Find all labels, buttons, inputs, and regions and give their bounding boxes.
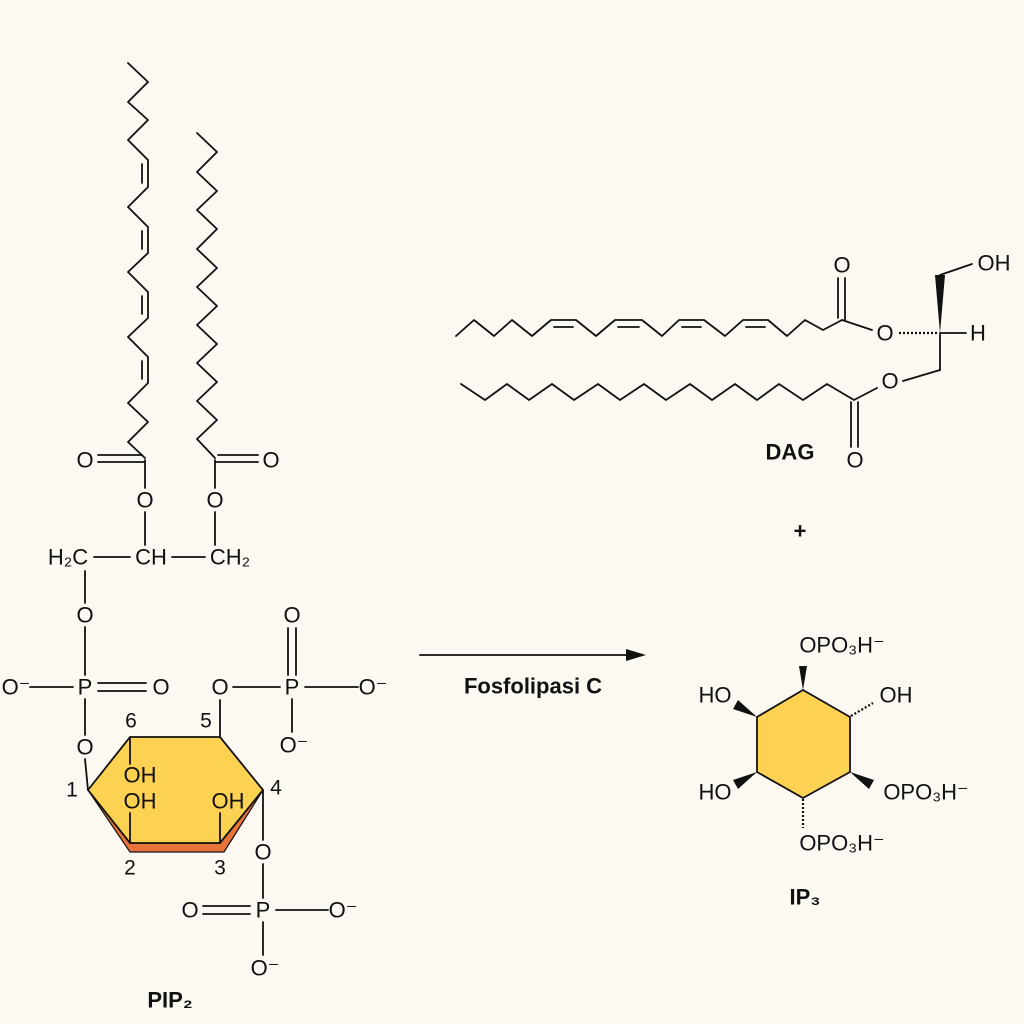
reaction-arrow — [419, 649, 646, 661]
atom-h: H — [970, 321, 986, 346]
atom-ch2: CH₂ — [210, 545, 250, 570]
atom-opo3h: OPO₃H⁻ — [799, 831, 884, 856]
ring-oh-bonds — [129, 736, 221, 844]
dag-unsaturated-chain — [455, 319, 843, 337]
atom-ho: HO — [699, 683, 732, 708]
pip2-bonds — [29, 454, 359, 956]
ring-number-2: 2 — [124, 857, 136, 880]
dag-bonds — [837, 263, 973, 448]
atom-o: O — [211, 675, 228, 700]
solid-wedge-bond — [850, 772, 874, 789]
atom-o: O — [833, 253, 850, 278]
atom-o: O — [181, 898, 198, 923]
atom-oh: OH — [124, 763, 157, 788]
atom-o: O — [262, 448, 279, 473]
atom-oh: OH — [978, 251, 1011, 276]
dag-saturated-chain — [460, 383, 878, 401]
atom-h2c: H₂C — [48, 545, 88, 570]
atom-o-minus: O⁻ — [280, 733, 309, 758]
atom-p: P — [285, 675, 300, 700]
atom-o: O — [876, 321, 893, 346]
atom-o-minus: O⁻ — [251, 956, 280, 981]
atom-o: O — [881, 369, 898, 394]
arrow-head-icon — [626, 649, 646, 661]
solid-wedge-bond — [935, 275, 945, 333]
atom-o: O — [152, 675, 169, 700]
pip2-saturated-chain — [196, 132, 218, 459]
ring-number-3: 3 — [214, 857, 226, 880]
atom-o: O — [136, 488, 153, 513]
atom-oh: OH — [212, 789, 245, 814]
atom-ch: CH — [135, 545, 167, 570]
dag-label: DAG — [766, 440, 815, 465]
atom-oh: OH — [880, 683, 913, 708]
ring-number-1: 1 — [66, 779, 78, 802]
hashed-wedge-bond — [850, 702, 874, 717]
atom-o-minus: O⁻ — [329, 898, 358, 923]
atom-o: O — [206, 488, 223, 513]
atom-p: P — [256, 898, 271, 923]
atom-o: O — [76, 735, 93, 760]
solid-wedge-bond — [799, 666, 807, 690]
ring-number-5: 5 — [200, 710, 212, 733]
atom-p: P — [78, 675, 93, 700]
atom-o: O — [76, 603, 93, 628]
atom-o-minus: O⁻ — [2, 675, 31, 700]
enzyme-label: Fosfolipasi C — [464, 674, 602, 699]
solid-wedge-bond — [733, 700, 757, 717]
atom-opo3h: OPO₃H⁻ — [883, 780, 968, 805]
ip3-inositol-ring — [756, 688, 851, 800]
atom-ho: HO — [699, 780, 732, 805]
ip3-molecule: OPO₃H⁻ HO OH HO OPO₃H⁻ OPO₃H⁻ IP₃ — [699, 633, 969, 910]
solid-wedge-bond — [733, 772, 757, 789]
atom-o: O — [283, 603, 300, 628]
atom-oh: OH — [124, 789, 157, 814]
atom-o-minus: O⁻ — [359, 675, 388, 700]
plus-sign: + — [794, 519, 807, 544]
atom-o: O — [254, 840, 271, 865]
ring-number-4: 4 — [270, 777, 282, 800]
atom-o: O — [76, 448, 93, 473]
pip2-polyunsaturated-chain — [127, 62, 149, 459]
ring-number-6: 6 — [125, 710, 137, 733]
ip3-label: IP₃ — [790, 885, 821, 910]
pip2-label: PIP₂ — [147, 988, 192, 1013]
atom-o: O — [846, 448, 863, 473]
atom-opo3h: OPO₃H⁻ — [799, 633, 884, 658]
dag-molecule: O O H OH O O DAG — [455, 251, 1011, 473]
pip2-molecule: O O O O H₂C CH CH₂ O O⁻ P O O O P O⁻ O O… — [2, 62, 388, 1013]
